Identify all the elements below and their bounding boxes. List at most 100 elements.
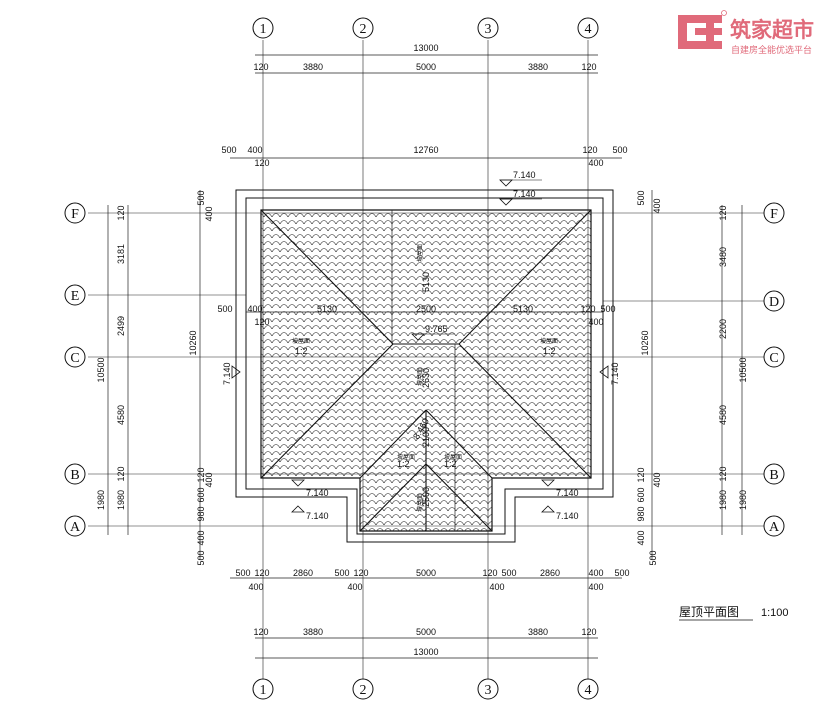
dim-bottom-upper-1: 120 [254, 568, 269, 578]
dim-top-bay-0: 120 [253, 62, 268, 72]
dim-bottom-upper-7: 500 [501, 568, 516, 578]
axis-label-F-right: F [770, 207, 778, 222]
slope-right: 1:2 [543, 346, 556, 356]
slope-label-wing-bottom: 坡屋面 [416, 494, 424, 512]
slope-label-wing-left: 坡屋面 [397, 453, 415, 461]
axis-label-2-bottom: 2 [360, 683, 367, 698]
dim-int-12: 2500 [421, 487, 431, 507]
dim-int-10: 2630 [421, 368, 431, 388]
axis-label-E-left: E [71, 289, 80, 304]
axis-lines [88, 40, 770, 680]
dim-right-small-3: 120 [636, 467, 646, 482]
dim-right-bay-1: 2200 [718, 319, 728, 339]
dim-int-6: 500 [600, 304, 615, 314]
top-dimensions: 13000 120 3880 5000 3880 120 12760 500 4… [221, 43, 627, 168]
dim-bottom-overall: 13000 [413, 647, 438, 657]
dim-top-eave-right-2: 500 [612, 145, 627, 155]
logo-slogan: 自建房全能优选平台 [731, 44, 812, 56]
dim-bottom-sub-1: 400 [347, 582, 362, 592]
elev-ridge: 9.765 [425, 324, 448, 334]
dim-left-small-4: 400 [204, 472, 214, 487]
elev-eave-br-1: 7.140 [556, 488, 579, 498]
dim-left-small-2: 400 [204, 206, 214, 221]
slope-label-top: 坡屋面 [416, 244, 424, 262]
drawing-scale: 1:100 [761, 607, 789, 619]
elev-eave-left: 7.140 [222, 362, 232, 385]
axis-label-3-top: 3 [485, 22, 492, 37]
dim-right-overall: 10500 [738, 357, 748, 382]
elev-eave-br-2: 7.140 [556, 511, 579, 521]
dim-left-overall: 10500 [96, 357, 106, 382]
dim-top-eave-right-1: 400 [588, 158, 603, 168]
dim-int-2: 5130 [317, 304, 337, 314]
dim-bottom-upper-5: 5000 [416, 568, 436, 578]
dim-int-7: 120 [254, 317, 269, 327]
slope-left: 1:2 [295, 346, 308, 356]
right-dimensions: 10500 3480 2200 4580 1980 1980 10260 120… [636, 190, 748, 565]
bottom-dimensions: 500 120 2860 500 120 5000 120 500 2860 4… [235, 568, 629, 657]
dim-top-eave-left-1: 400 [247, 145, 262, 155]
dim-left-small-9: 120 [116, 466, 126, 481]
axis-label-1-top: 1 [260, 22, 267, 37]
dim-left-small-5: 600 [196, 487, 206, 502]
dim-left-small-1: 500 [196, 190, 206, 205]
dim-right-bay-2: 4580 [718, 405, 728, 425]
dim-int-3: 2500 [416, 304, 436, 314]
slope-label-mid: 坡屋面 [416, 368, 424, 386]
elev-top-2: 7.140 [513, 189, 536, 199]
axis-label-B-right: B [769, 468, 778, 483]
dim-right-small-8: 500 [648, 550, 658, 565]
dim-left-bay-0: 3181 [116, 244, 126, 264]
axis-label-3-bottom: 3 [485, 683, 492, 698]
dim-left-bottom-bay: 1980 [96, 490, 106, 510]
dim-right-small-1: 500 [636, 190, 646, 205]
dim-bottom-bay-2: 5000 [416, 627, 436, 637]
dimension-lines [107, 54, 743, 659]
left-dimensions: 10500 3181 2499 4580 1980 1980 10260 120… [96, 190, 214, 565]
dim-bottom-bay-1: 3880 [303, 627, 323, 637]
slope-label-left: 坡屋面 [292, 337, 310, 345]
dim-right-small-0: 120 [718, 205, 728, 220]
logo-mark-icon [678, 10, 727, 49]
slope-wing-right: 1:2 [444, 459, 457, 469]
dim-right-bottom-bay-inner: 1980 [718, 490, 728, 510]
top-axis-bubbles: 1 2 3 4 [252, 17, 599, 39]
dim-left-bay-2: 4580 [116, 405, 126, 425]
axis-label-1-bottom: 1 [260, 683, 267, 698]
dim-right-bay-0: 3480 [718, 247, 728, 267]
slope-labels: 坡屋面 1:2 坡屋面 1:2 坡屋面 坡屋面 坡屋面 1:2 坡屋面 1:2 … [292, 244, 558, 512]
dim-bottom-sub-2: 400 [489, 582, 504, 592]
dim-right-small-6: 980 [636, 506, 646, 521]
dim-top-bay-4: 120 [581, 62, 596, 72]
dim-bottom-bay-3: 3880 [528, 627, 548, 637]
dim-top-bay-2: 5000 [416, 62, 436, 72]
interior-dimensions: 500 400 5130 2500 5130 120 500 120 400 5… [217, 272, 615, 507]
dim-top-bay-1: 3880 [303, 62, 323, 72]
dim-right-mid: 10260 [640, 330, 650, 355]
dim-top-eave-overall: 12760 [413, 145, 438, 155]
dim-top-overall: 13000 [413, 43, 438, 53]
dim-bottom-sub-3: 400 [588, 582, 603, 592]
dim-left-small-0: 120 [116, 205, 126, 220]
dim-top-eave-right-0: 120 [582, 145, 597, 155]
dim-int-5: 120 [580, 304, 595, 314]
dim-left-bay-1: 2499 [116, 316, 126, 336]
dim-top-eave-left-2: 120 [254, 158, 269, 168]
dim-top-eave-left-0: 500 [221, 145, 236, 155]
dim-right-small-9: 120 [718, 466, 728, 481]
axis-label-B-left: B [70, 468, 79, 483]
dim-int-1: 400 [247, 304, 262, 314]
elev-eave-right: 7.140 [610, 362, 620, 385]
dim-int-0: 500 [217, 304, 232, 314]
dim-right-bottom-bay: 1980 [738, 490, 748, 510]
dim-bottom-upper-10: 500 [614, 568, 629, 578]
dim-bottom-upper-2: 2860 [293, 568, 313, 578]
building-outline [235, 189, 614, 543]
axis-label-A-right: A [769, 520, 780, 535]
dim-top-bay-3: 3880 [528, 62, 548, 72]
dim-right-small-5: 600 [636, 487, 646, 502]
dim-right-small-2: 400 [652, 198, 662, 213]
logo: 筑家超市 自建房全能优选平台 [678, 10, 814, 56]
logo-name: 筑家超市 [730, 18, 814, 42]
